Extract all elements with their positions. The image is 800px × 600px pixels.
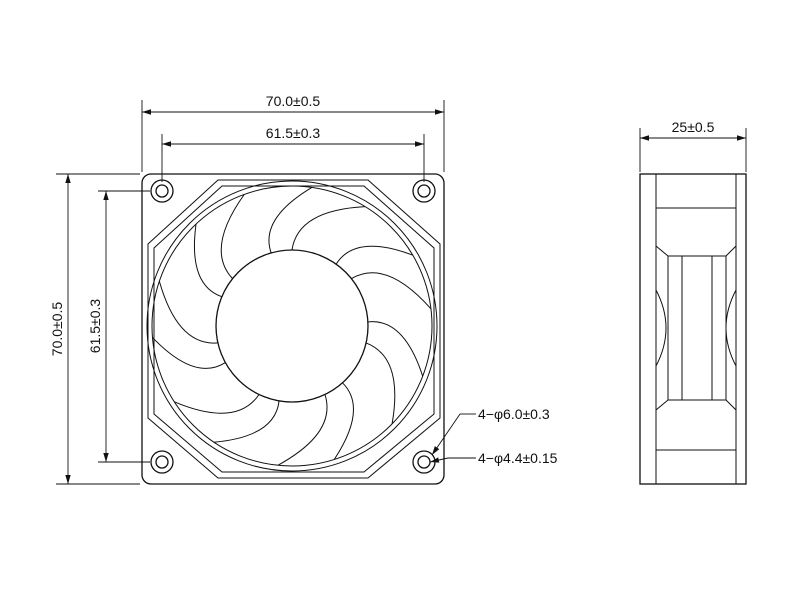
dim-thickness: 25±0.5 (639, 119, 747, 172)
fan-frame (141, 173, 445, 485)
callout-hole-outer-label: 4−φ6.0±0.3 (478, 406, 550, 422)
side-frame (639, 173, 747, 485)
dim-height-overall: 70.0±0.5 (49, 173, 140, 485)
fan-blade (220, 186, 313, 279)
fan-blade (351, 272, 432, 377)
mounting-hole-top-right (412, 179, 436, 203)
fan-hub (215, 249, 369, 403)
dim-width-holes-label: 61.5±0.3 (266, 125, 321, 141)
fan-outer-circle-2 (151, 185, 433, 467)
callout-hole-inner: 4−φ4.4±0.15 (429, 450, 558, 466)
side-blade-curves (655, 289, 737, 367)
callout-hole-inner-label: 4−φ4.4±0.15 (478, 450, 558, 466)
dim-height-holes: 61.5±0.3 (87, 190, 150, 463)
dim-width-overall-label: 70.0±0.5 (266, 93, 321, 109)
fan-blades (152, 186, 432, 466)
mounting-hole-top-left (150, 179, 174, 203)
fan-blade (213, 394, 328, 466)
fan-blade (333, 342, 396, 460)
callout-hole-outer: 4−φ6.0±0.3 (431, 406, 550, 456)
fan-blade (158, 223, 223, 344)
side-view (639, 173, 747, 485)
fan-blade (152, 337, 260, 414)
dim-height-overall-label: 70.0±0.5 (49, 302, 65, 357)
front-view (141, 173, 445, 485)
fan-outer-circle (146, 180, 438, 472)
dim-width-overall: 70.0±0.5 (141, 93, 445, 172)
fan-blade (291, 206, 413, 265)
frame-inner-octagon (147, 179, 441, 479)
dim-thickness-label: 25±0.5 (672, 119, 715, 135)
frame-inner-octagon-2 (153, 185, 435, 473)
mounting-hole-bottom-left (150, 450, 174, 474)
dim-width-holes: 61.5±0.3 (161, 125, 425, 182)
dim-height-holes-label: 61.5±0.3 (87, 299, 103, 354)
side-hub-profile (655, 245, 737, 411)
